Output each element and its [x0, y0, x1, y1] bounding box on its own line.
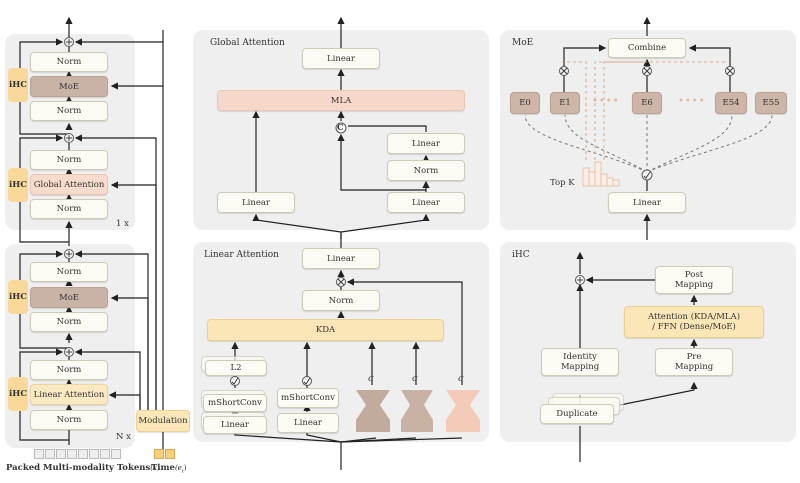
moe-dots-2: •••• — [678, 96, 706, 107]
ihc-title: iHC — [512, 250, 530, 260]
moe-combine: Combine — [608, 38, 686, 58]
global-attention-title: Global Attention — [210, 38, 285, 48]
ga-linear-right-mid: Linear — [387, 133, 465, 154]
time-label: Time(et) — [151, 463, 187, 475]
moe-expert-e6: E6 — [632, 92, 662, 114]
la-sigma-1: σ — [368, 374, 374, 384]
la-mshortconv-2: mShortConv — [277, 388, 339, 408]
time-text: Time — [151, 463, 175, 473]
ga-mla: MLA — [217, 90, 465, 111]
modulation-box: Modulation — [136, 410, 190, 432]
left-norm-7: Norm — [30, 360, 108, 380]
left-linear-attention: Linear Attention — [30, 384, 108, 405]
time-symbol: (e — [174, 464, 182, 472]
la-kda: KDA — [207, 319, 444, 341]
left-repeat-1x: 1 x — [116, 219, 129, 229]
time-token-squares — [154, 449, 175, 459]
la-norm: Norm — [302, 290, 380, 311]
left-moe-2: MoE — [30, 287, 108, 308]
left-global-attention: Global Attention — [30, 174, 108, 195]
la-linear-1: Linear — [203, 416, 267, 434]
left-norm-6: Norm — [30, 312, 108, 332]
left-ihc-1: iHC — [8, 68, 28, 102]
la-sigma-3: σ — [458, 374, 464, 384]
input-tokens-text: Packed Multi-modality Tokens — [6, 463, 151, 473]
la-linear-top: Linear — [302, 248, 380, 269]
ihc-duplicate: Duplicate — [540, 404, 614, 424]
moe-expert-e0: E0 — [510, 92, 540, 114]
ihc-post-mapping: Post Mapping — [655, 266, 733, 294]
moe-linear: Linear — [608, 192, 686, 213]
ga-linear-right: Linear — [387, 192, 465, 213]
left-norm-8: Norm — [30, 410, 108, 430]
la-linear-2: Linear — [277, 413, 339, 433]
left-ihc-4: iHC — [8, 377, 28, 411]
ihc-attention-ffn: Attention (KDA/MLA) / FFN (Dense/MoE) — [624, 306, 764, 338]
linear-attention-title: Linear Attention — [204, 250, 279, 260]
input-tokens-symbol: (x) — [150, 464, 160, 472]
time-close: ) — [183, 464, 187, 472]
left-repeat-nx: N x — [116, 432, 131, 442]
left-norm-3: Norm — [30, 150, 108, 170]
left-norm-2: Norm — [30, 101, 108, 121]
ihc-identity-mapping: Identity Mapping — [541, 348, 619, 376]
input-tokens-label: Packed Multi-modality Tokens(x) — [6, 463, 160, 473]
ihc-pre-mapping: Pre Mapping — [655, 348, 733, 376]
left-norm-1: Norm — [30, 52, 108, 72]
moe-title: MoE — [512, 38, 534, 48]
ga-norm: Norm — [387, 160, 465, 181]
la-l2: L2 — [205, 360, 267, 376]
left-ihc-2: iHC — [8, 168, 28, 202]
moe-expert-e54: E54 — [715, 92, 747, 114]
ga-linear-left: Linear — [217, 192, 295, 213]
la-sigma-2: σ — [412, 374, 418, 384]
la-mshortconv-1: mShortConv — [203, 394, 267, 412]
left-norm-4: Norm — [30, 199, 108, 219]
left-ihc-3: iHC — [8, 280, 28, 314]
ga-linear-top: Linear — [302, 48, 380, 69]
input-token-squares — [34, 449, 121, 459]
moe-expert-e55: E55 — [755, 92, 787, 114]
moe-topk-label: Top K — [550, 178, 575, 188]
left-norm-5: Norm — [30, 262, 108, 282]
ga-concat-symbol: C — [337, 122, 344, 132]
time-subscript: t — [181, 468, 184, 475]
moe-expert-e1: E1 — [550, 92, 580, 114]
moe-dots-1: •••• — [592, 96, 620, 107]
left-moe-1: MoE — [30, 76, 108, 97]
